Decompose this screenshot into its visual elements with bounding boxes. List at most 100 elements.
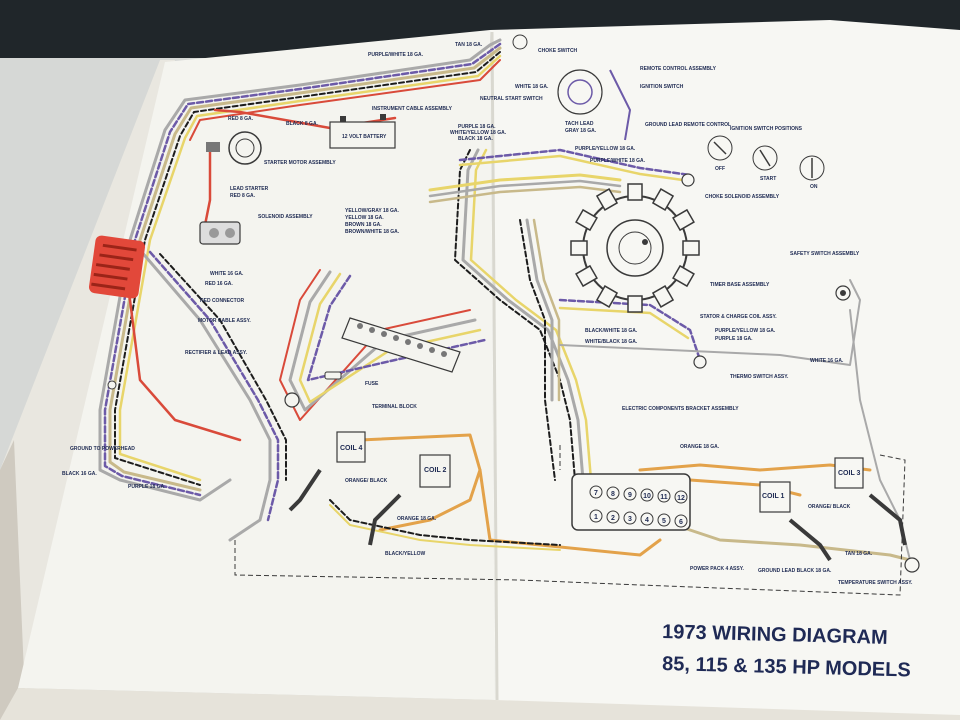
timer-base-stator: [570, 183, 700, 313]
label-white-18: WHITE 18 GA.: [515, 84, 549, 90]
label-switch-positions: IGNITION SWITCH POSITIONS: [730, 126, 803, 132]
battery: [329, 114, 396, 149]
label-red-16: RED 16 GA.: [205, 281, 233, 287]
label-white-black-18: WHITE/BLACK 18 GA.: [585, 339, 638, 345]
label-bracket: ELECTRIC COMPONENTS BRACKET ASSEMBLY: [622, 406, 739, 412]
label-black-white-18: BLACK/WHITE 18 GA.: [585, 328, 638, 334]
label-red-8: RED 8 GA.: [228, 116, 254, 122]
power-pack: 7 8 9 10 11 12 1 2 3 4 5 6: [571, 473, 691, 531]
coil-3: [834, 457, 907, 546]
page-stack-shadow: [0, 440, 26, 720]
label-ignition-switch: IGNITION SWITCH: [640, 84, 684, 90]
label-black-18: BLACK 18 GA.: [458, 136, 493, 142]
label-purple-18-b: PURPLE 18 GA.: [715, 336, 753, 342]
label-red-connector: RED CONNECTOR: [200, 298, 244, 304]
label-lead-starter-red: RED 8 GA.: [230, 193, 256, 199]
label-choke-solenoid: CHOKE SOLENOID ASSEMBLY: [705, 194, 780, 200]
starter-motor: [206, 131, 262, 165]
label-rectifier: RECTIFIER & LEAD ASSY.: [185, 350, 248, 356]
label-black-yellow: BLACK/YELLOW: [385, 551, 426, 557]
label-purple-yellow-18: PURPLE/YELLOW 18 GA.: [575, 146, 636, 152]
label-purple-white-18-b: PURPLE/WHITE 18 GA.: [590, 158, 646, 164]
label-starter-motor: STARTER MOTOR ASSEMBLY: [264, 160, 336, 166]
label-lead-starter: LEAD STARTER: [230, 186, 269, 192]
label-purple-18-c: PURPLE 18 GA.: [128, 484, 166, 490]
label-purple-white-18: PURPLE/WHITE 18 GA.: [368, 52, 424, 58]
label-tach-gray: GRAY 18 GA.: [565, 128, 597, 134]
label-white-16: WHITE 16 GA.: [210, 271, 244, 277]
switch-positions: [707, 135, 825, 181]
red-connector: [88, 235, 146, 299]
label-choke-switch: CHOKE SWITCH: [538, 48, 578, 54]
bracket-outline: [234, 445, 906, 596]
pin-6: 6: [679, 519, 683, 526]
label-yellow-gray-18: YELLOW/GRAY 18 GA.: [345, 208, 400, 214]
label-white-16-b: WHITE 16 GA.: [810, 358, 844, 364]
label-coil-2: COIL 2: [424, 467, 447, 474]
label-motor-cable: MOTOR CABLE ASSY.: [198, 318, 251, 324]
label-off: OFF: [715, 166, 725, 172]
coil-4: [288, 431, 366, 512]
label-solenoid: SOLENOID ASSEMBLY: [258, 214, 313, 220]
label-orange-18-b: ORANGE 18 GA.: [397, 516, 437, 522]
coil-1: [759, 481, 832, 562]
pin-9: 9: [628, 492, 632, 499]
diagram-labels: TAN 18 GA. PURPLE/WHITE 18 GA. CHOKE SWI…: [62, 42, 913, 586]
label-timer-base: TIMER BASE ASSEMBLY: [710, 282, 770, 288]
label-ground-lead-black: GROUND LEAD BLACK 18 GA.: [758, 568, 832, 574]
left-page: [18, 30, 495, 700]
label-orange-18: ORANGE 18 GA.: [680, 444, 720, 450]
label-ground-lead-remote: GROUND LEAD REMOTE CONTROL: [645, 122, 731, 128]
pin-3: 3: [628, 516, 632, 523]
choke-solenoid: [681, 173, 695, 187]
label-orange-black-b: ORANGE/ BLACK: [808, 504, 851, 510]
label-power-pack: POWER PACK 4 ASSY.: [690, 566, 745, 572]
label-brown-white-18: BROWN/WHITE 18 GA.: [345, 229, 400, 235]
label-battery: 12 VOLT BATTERY: [342, 134, 387, 140]
label-remote-control: REMOTE CONTROL ASSEMBLY: [640, 66, 717, 72]
rectifier: [284, 392, 300, 408]
pin-10: 10: [643, 493, 651, 500]
label-stator: STATOR & CHARGE COIL ASSY.: [700, 314, 777, 320]
label-brown-18: BROWN 18 GA.: [345, 222, 382, 228]
solenoid: [199, 221, 241, 245]
label-tan-18-b: TAN 18 GA.: [845, 551, 873, 557]
ignition-switch: [512, 34, 632, 141]
pin-11: 11: [660, 494, 668, 501]
label-start: START: [760, 176, 776, 182]
label-safety-switch: SAFETY SWITCH ASSEMBLY: [790, 251, 860, 257]
pin-4: 4: [645, 517, 649, 524]
label-yellow-18: YELLOW 18 GA.: [345, 215, 384, 221]
label-terminal-block: TERMINAL BLOCK: [372, 404, 417, 410]
pin-2: 2: [611, 515, 615, 522]
label-coil-4: COIL 4: [340, 445, 363, 452]
label-white-yellow-18: WHITE/YELLOW 18 GA.: [450, 130, 507, 136]
label-black-8: BLACK 8 GA.: [286, 121, 319, 127]
pin-5: 5: [662, 518, 666, 525]
pin-7: 7: [594, 490, 598, 497]
label-on: ON: [810, 184, 818, 190]
thermo-switch: [693, 355, 707, 369]
fuse: [324, 371, 342, 380]
label-coil-1: COIL 1: [762, 493, 785, 500]
page-bottom-edge: [0, 688, 960, 720]
label-coil-3: COIL 3: [838, 470, 861, 477]
label-instrument-cable: INSTRUMENT CABLE ASSEMBLY: [372, 106, 453, 112]
page-gutter: [490, 31, 499, 701]
pin-12: 12: [677, 495, 685, 502]
label-fuse: FUSE: [365, 381, 379, 387]
wire-harness: [98, 38, 912, 562]
label-black-16: BLACK 16 GA.: [62, 471, 97, 477]
terminal-block: [341, 317, 461, 373]
label-tach-lead: TACH LEAD: [565, 121, 594, 127]
label-thermo-switch: THERMO SWITCH ASSY.: [730, 374, 789, 380]
label-purple-yellow-18-b: PURPLE/YELLOW 18 GA.: [715, 328, 776, 334]
label-temperature-switch: TEMPERATURE SWITCH ASSY.: [838, 580, 913, 586]
safety-switch: [835, 285, 851, 301]
temperature-switch: [904, 557, 920, 573]
label-ground-powerhead: GROUND TO POWERHEAD: [70, 446, 135, 452]
label-neutral-start: NEUTRAL START SWITCH: [480, 96, 543, 102]
pin-1: 1: [594, 514, 598, 521]
label-tan-18: TAN 18 GA.: [455, 42, 483, 48]
